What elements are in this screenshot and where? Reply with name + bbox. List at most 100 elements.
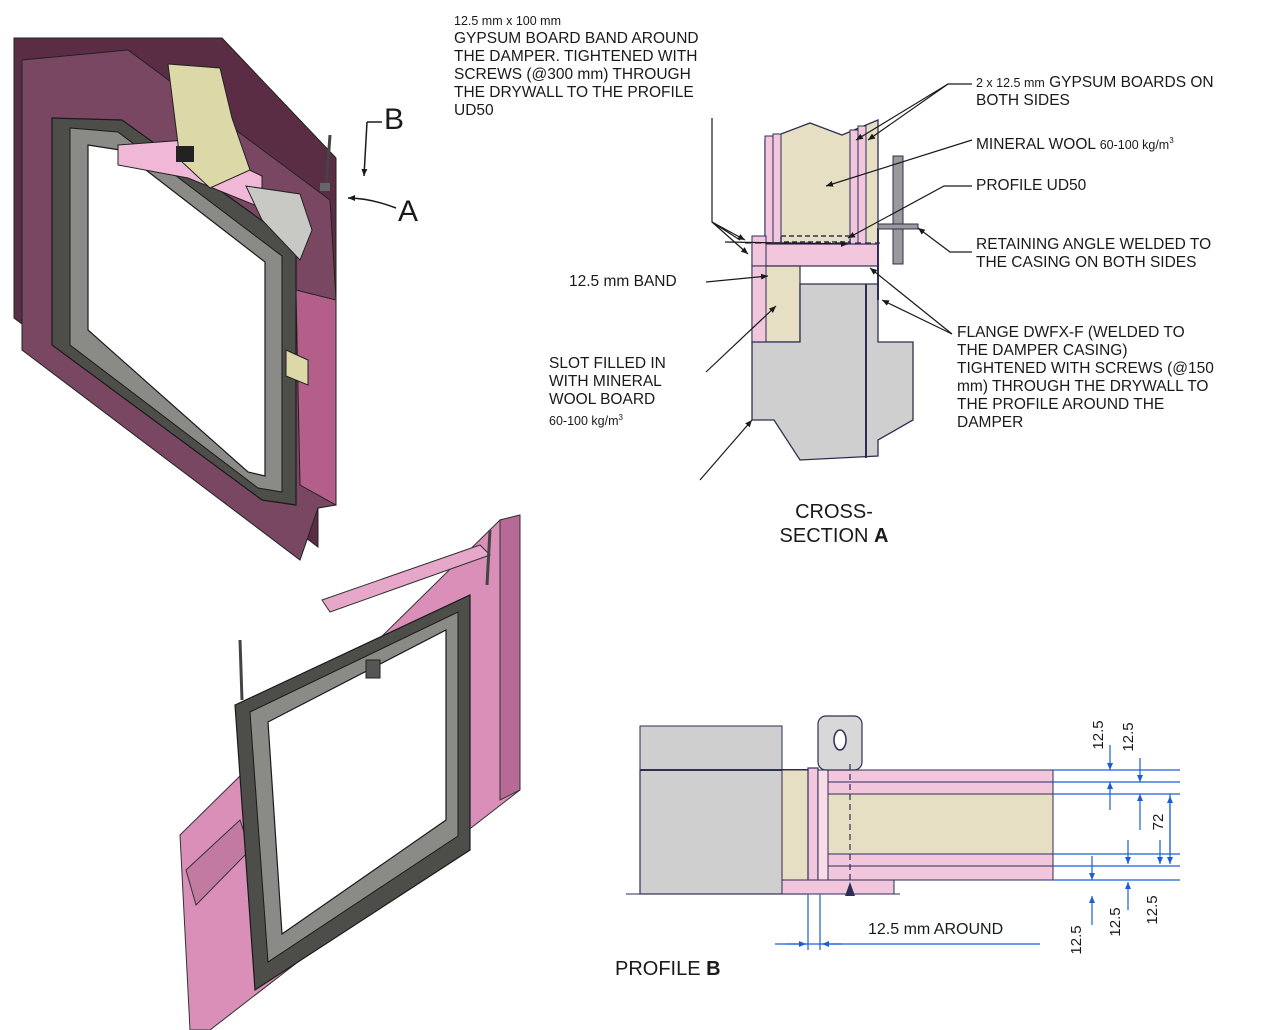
dim-text-bottom-c: 12.5: [1144, 895, 1161, 924]
dim-text-top-left: 12.5: [1090, 720, 1107, 749]
board-top-1: [817, 769, 1054, 783]
label-mineral-wool: MINERAL WOOL 60-100 kg/m3: [976, 132, 1174, 154]
cross-section-a: [745, 119, 919, 461]
marker-a-label: A: [398, 195, 419, 228]
wool-density: 60-100 kg/m: [1099, 138, 1170, 153]
marker-b-arrow: [361, 121, 368, 177]
band-line-1: GYPSUM BOARD BAND AROUND: [454, 30, 699, 47]
dim-text-top-right: 12.5: [1120, 722, 1137, 751]
leader-angle: [917, 227, 972, 253]
angle-foot: [877, 223, 919, 230]
damper-casing: [751, 283, 914, 461]
profile-title-prefix: PROFILE: [615, 958, 707, 980]
flange-line-2: THE DAMPER CASING): [957, 342, 1128, 359]
band-strip: [751, 243, 879, 267]
angle-line-2: THE CASING ON BOTH SIDES: [976, 254, 1197, 271]
board-bot-2: [827, 865, 1054, 881]
cross-section-title: CROSS- SECTION A: [760, 500, 908, 548]
band-line-3: SCREWS (@300 mm) THROUGH: [454, 66, 691, 83]
leader-band-2: [711, 221, 746, 241]
threaded-rod-top: [324, 134, 332, 191]
side-board-stack: [295, 289, 337, 506]
dim-text-bottom-a: 12.5: [1068, 925, 1085, 954]
slot-density: 60-100 kg/m3: [549, 409, 666, 430]
slot-line-2: WITH MINERAL: [549, 373, 662, 390]
retaining-angle-top: [245, 185, 313, 261]
dim-text-bottom-b: 12.5: [1107, 907, 1124, 936]
leader-casing: [699, 419, 753, 481]
label-slot: SLOT FILLED IN WITH MINERAL WOOL BOARD 6…: [549, 355, 666, 430]
leader-band-12: [705, 273, 769, 283]
leader-band-right: [724, 240, 849, 247]
band-b: [781, 879, 895, 895]
profile-ud50-line: [780, 235, 851, 243]
leader-band: [711, 118, 748, 254]
wall-front-edge: [499, 514, 521, 801]
profile-b-dim-texts: 12.5 12.5 72 12.5 12.5 12.5: [1068, 720, 1167, 954]
label-profile-ud50: PROFILE UD50: [976, 177, 1087, 194]
slot-line-1: SLOT FILLED IN: [549, 355, 666, 372]
marker-a-arrow: [347, 195, 397, 209]
leader-profile: [847, 185, 972, 239]
flange-line-1: FLANGE DWFX-F (WELDED TO: [957, 324, 1185, 341]
leader-flange-1: [869, 267, 953, 335]
screw-head: [845, 882, 855, 896]
rod-nut: [320, 183, 330, 191]
board-bot-1: [827, 853, 1054, 867]
boards-line-1: 2 x 12.5 mm GYPSUM BOARDS ON: [976, 74, 1214, 92]
band-strip-outer: [751, 235, 767, 267]
profile-b: [626, 715, 1054, 896]
side-wool-strip: [285, 349, 309, 386]
profile-title-letter: B: [706, 958, 721, 980]
band-dim-text: 12.5 mm x 100 mm: [454, 14, 561, 28]
wool-main: MINERAL WOOL: [976, 136, 1096, 154]
label-around: 12.5 mm AROUND: [868, 921, 1004, 938]
threaded-rod-2a: [485, 529, 492, 586]
wool-core: [827, 793, 1054, 855]
cross-section-leaders: [699, 83, 973, 481]
casing-upper-block: [639, 725, 783, 771]
boards-line-2: BOTH SIDES: [976, 92, 1070, 109]
cross-title-letter: A: [874, 525, 889, 547]
boards-main: GYPSUM BOARDS ON: [1049, 74, 1214, 91]
label-flange: FLANGE DWFX-F (WELDED TO THE DAMPER CASI…: [957, 324, 1214, 432]
damper-opening-2: [267, 629, 447, 936]
profile-ud50-b: [817, 769, 829, 881]
label-gypsum-boards: 2 x 12.5 mm GYPSUM BOARDS ON BOTH SIDES: [976, 74, 1214, 110]
slot-sup: 3: [618, 413, 623, 422]
retaining-angle: [892, 155, 904, 265]
wool-sup: 3: [1169, 136, 1174, 145]
band-line-2: THE DAMPER. TIGHTENED WITH: [454, 48, 698, 65]
label-retaining-angle: RETAINING ANGLE WELDED TO THE CASING ON …: [976, 236, 1211, 272]
iso-view-top-left: [13, 37, 397, 561]
cross-title-line-1: CROSS-: [795, 501, 873, 523]
slot-line-3: WOOL BOARD: [549, 391, 656, 408]
label-gypsum-band: 12.5 mm x 100 mm GYPSUM BOARD BAND AROUN…: [454, 12, 699, 120]
cross-title-line-2: SECTION A: [760, 524, 908, 548]
flange-profile-top: [176, 146, 194, 162]
flange-b: [807, 767, 819, 883]
slot-fill-b: [781, 769, 813, 881]
slot-density-value: 60-100 kg/m: [549, 414, 619, 429]
board-top-2: [817, 781, 1054, 795]
angle-line-1: RETAINING ANGLE WELDED TO: [976, 236, 1212, 253]
threaded-rod-2b: [238, 639, 244, 701]
flange-line-5: THE PROFILE AROUND THE: [957, 396, 1165, 413]
band-line-4: THE DRYWALL TO THE PROFILE: [454, 84, 694, 101]
angle-hole: [833, 729, 847, 751]
band-line-5: UD50: [454, 102, 494, 119]
leader-slot: [705, 305, 777, 373]
profile-b-dimensions: [775, 745, 1180, 950]
profile-b-title: PROFILE B: [615, 957, 721, 981]
leader-boards-2: [855, 83, 949, 141]
boards-prefix: 2 x 12.5 mm: [976, 76, 1045, 90]
leader-flange-2: [881, 299, 953, 335]
flange-line-4: mm) THROUGH THE DRYWALL TO: [957, 378, 1209, 395]
leader-boards-1: [867, 83, 972, 141]
iso-view-bottom-left: [179, 514, 521, 1030]
label-band-12-5: 12.5 mm BAND: [569, 273, 677, 290]
marker-b-label: B: [384, 103, 405, 136]
flange-line-3: TIGHTENED WITH SCREWS (@150: [957, 360, 1214, 377]
dim-text-mid: 72: [1150, 814, 1167, 831]
